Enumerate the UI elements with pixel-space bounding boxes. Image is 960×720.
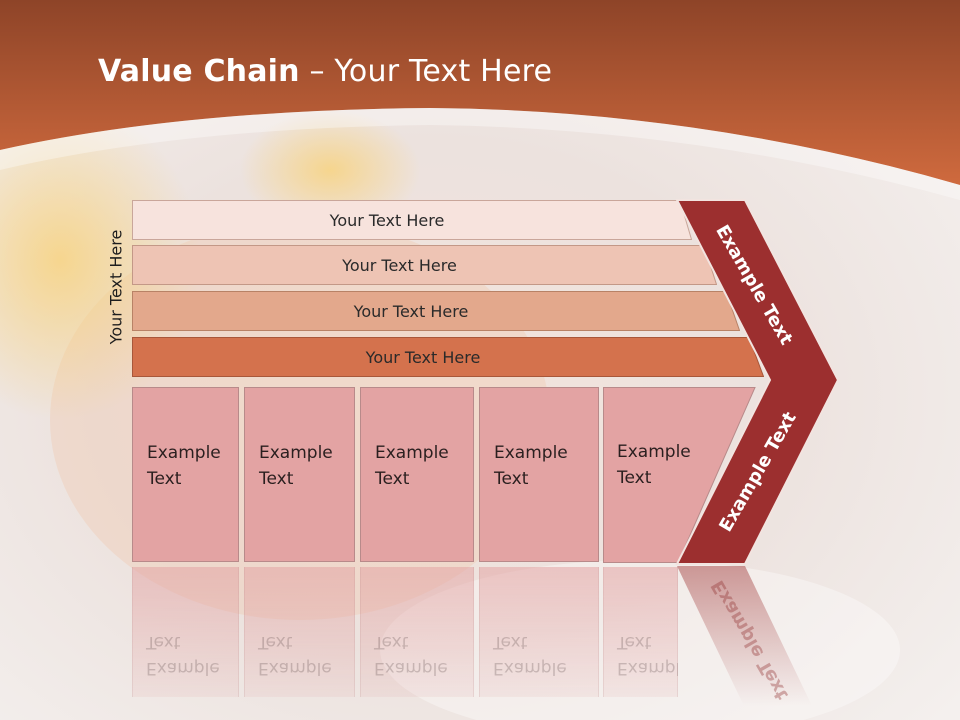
title-rest: – Your Text Here: [299, 54, 553, 89]
bar-row-3: Your Text Here: [132, 291, 740, 331]
chevron-reflection: [677, 566, 812, 706]
reflection-label-1: Example Text: [146, 632, 220, 678]
reflection-1: Example Text: [132, 567, 239, 697]
example-box-label-5: Example Text: [617, 442, 691, 488]
example-box-5: Example Text: [603, 387, 691, 562]
example-box-4: Example Text: [479, 387, 599, 562]
bar-label-2: Your Text Here: [342, 255, 457, 275]
reflection-label-4: Example Text: [493, 632, 567, 678]
slide-title: Value Chain – Your Text Here: [98, 54, 552, 89]
reflection-4: Example Text: [479, 567, 599, 697]
chevron-arrow: [675, 199, 840, 565]
example-box-1: Example Text: [132, 387, 239, 562]
reflection-3: Example Text: [360, 567, 474, 697]
reflection-5: Example Text: [603, 567, 678, 697]
example-box-label-1: Example Text: [147, 443, 221, 489]
example-box-label-3: Example Text: [375, 443, 449, 489]
example-box-3: Example Text: [360, 387, 474, 562]
example-box-label-2: Example Text: [259, 443, 333, 489]
example-box-label-4: Example Text: [494, 443, 568, 489]
bar-row-2: Your Text Here: [132, 245, 717, 285]
reflection-label-2: Example Text: [258, 632, 332, 678]
side-label-text: Your Text Here: [106, 229, 126, 345]
bar-row-4: Your Text Here: [132, 337, 764, 377]
bar-row-1: Your Text Here: [132, 200, 692, 240]
reflection-label-5: Example Text: [617, 632, 678, 678]
reflection-label-3: Example Text: [374, 632, 448, 678]
title-bold: Value Chain: [98, 54, 300, 89]
bar-label-3: Your Text Here: [353, 301, 469, 321]
bar-label-1: Your Text Here: [329, 210, 445, 230]
example-box-2: Example Text: [244, 387, 355, 562]
bar-label-4: Your Text Here: [365, 347, 481, 367]
reflection-2: Example Text: [244, 567, 355, 697]
